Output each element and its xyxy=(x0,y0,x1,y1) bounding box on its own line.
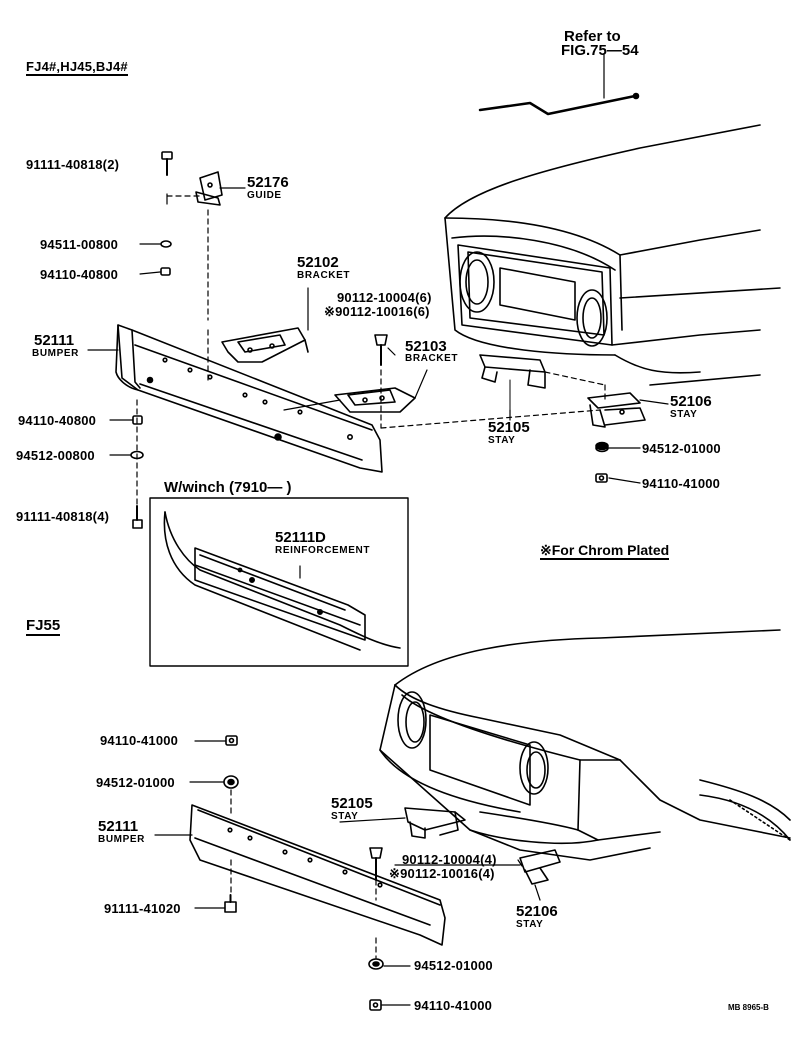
nut-94110-41000-bottom-upper xyxy=(225,735,238,746)
label-52176-name: GUIDE xyxy=(247,190,282,201)
label-52106-top: 52106 xyxy=(670,393,712,410)
label-52111-top: 52111 xyxy=(34,332,75,349)
label-91111-40818-2: 91111-40818(2) xyxy=(26,157,120,172)
reference-rod xyxy=(478,54,640,116)
winch-header: W/winch (7910— ) xyxy=(164,479,292,496)
stay-52106-bottom xyxy=(519,849,561,885)
label-52111D: 52111D xyxy=(275,529,326,546)
stay-52106-top xyxy=(587,392,646,428)
label-52106-bottom: 52106 xyxy=(516,903,558,920)
label-90112-10004-4: 90112-10004(4) xyxy=(402,852,497,867)
nut-94110-40800-top xyxy=(160,267,171,276)
label-52105-bottom-name: STAY xyxy=(331,811,359,822)
label-52103: 52103 xyxy=(405,338,447,355)
models-top-header: FJ4#,HJ45,BJ4# xyxy=(26,59,128,76)
guide-52176 xyxy=(195,171,223,206)
label-94110-40800-b: 94110-40800 xyxy=(18,413,97,428)
vehicle-front-bottom xyxy=(379,629,791,861)
bumper-52111-bottom xyxy=(189,804,446,946)
label-94110-41000-b: 94110-41000 xyxy=(100,733,179,748)
label-94512-00800: 94512-00800 xyxy=(16,448,95,463)
label-94110-41000-c: 94110-41000 xyxy=(414,998,493,1013)
footer-code: MB 8965-B xyxy=(728,1003,769,1012)
label-52176: 52176 xyxy=(247,174,289,191)
label-52111-bottom: 52111 xyxy=(98,818,139,835)
label-90112-10004-6: 90112-10004(6) xyxy=(337,290,432,305)
label-90112-10016-6: ※90112-10016(6) xyxy=(324,304,430,319)
washer-94511-00800 xyxy=(160,240,172,248)
label-94511-00800: 94511-00800 xyxy=(40,237,119,252)
label-90112-10016-4: ※90112-10016(4) xyxy=(389,866,495,881)
bracket-52102 xyxy=(221,327,309,363)
bolt-91111-40818-bottom xyxy=(132,505,143,529)
label-52102-name: BRACKET xyxy=(297,270,351,281)
stay-52105-bottom xyxy=(404,807,466,839)
nut-94110-41000-top xyxy=(595,473,608,483)
label-52106-top-name: STAY xyxy=(670,409,698,420)
bolt-91111-41020 xyxy=(224,894,237,913)
label-52102: 52102 xyxy=(297,254,339,271)
refer-to-line1: Refer to xyxy=(564,28,621,45)
models-bottom-header: FJ55 xyxy=(26,617,61,636)
winch-inset-box xyxy=(149,497,409,667)
label-91111-40818-4: 91111-40818(4) xyxy=(16,509,110,524)
label-52105-top-name: STAY xyxy=(488,435,516,446)
label-94512-01000-b: 94512-01000 xyxy=(96,775,175,790)
label-94110-40800-a: 94110-40800 xyxy=(40,267,119,282)
label-52105-top: 52105 xyxy=(488,419,530,436)
washer-94512-01000-top xyxy=(595,441,609,453)
label-52103-name: BRACKET xyxy=(405,353,459,364)
washer-94512-01000-bottom-upper xyxy=(223,775,239,789)
washer-94512-01000-bottom-lower xyxy=(368,958,384,970)
stay-52105-top xyxy=(479,354,546,411)
label-94512-01000-a: 94512-01000 xyxy=(642,441,721,456)
label-91111-41020: 91111-41020 xyxy=(104,901,181,916)
label-52106-bottom-name: STAY xyxy=(516,919,544,930)
label-52111D-name: REINFORCEMENT xyxy=(275,545,371,556)
bracket-52103 xyxy=(334,387,416,413)
bumper-52111-top xyxy=(115,324,383,473)
label-94110-41000-a: 94110-41000 xyxy=(642,476,721,491)
vehicle-front-top xyxy=(444,124,781,386)
bolt-90112-10004-top xyxy=(374,334,388,366)
refer-to-line2: FIG.75—54 xyxy=(561,42,639,59)
nut-94110-41000-bottom-lower xyxy=(369,999,382,1011)
bolt-91111-40818-top xyxy=(161,151,173,176)
label-94512-01000-c: 94512-01000 xyxy=(414,958,493,973)
label-52105-bottom: 52105 xyxy=(331,795,373,812)
chrome-note: ※For Chrom Plated xyxy=(540,542,670,560)
label-52111-bottom-name: BUMPER xyxy=(98,834,145,845)
label-52111-top-name: BUMPER xyxy=(32,348,79,359)
bolt-90112-10004-bottom xyxy=(369,847,383,881)
